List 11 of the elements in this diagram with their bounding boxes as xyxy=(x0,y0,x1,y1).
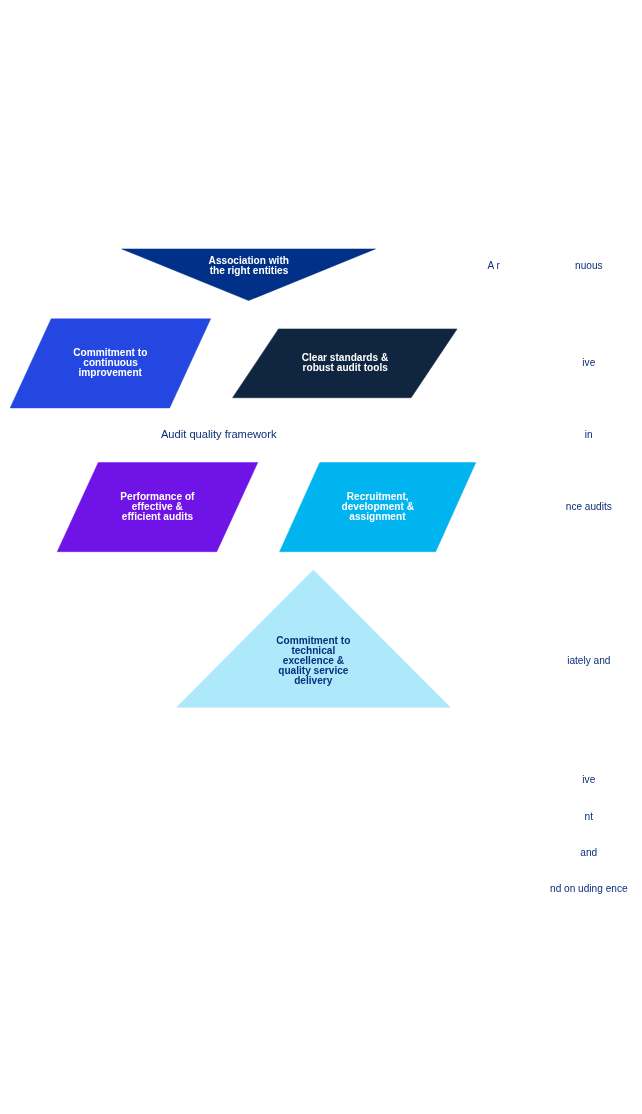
label: Audit quality framework xyxy=(160,427,277,440)
label: iately and xyxy=(567,654,611,666)
label: in xyxy=(584,428,593,440)
label: nce audits xyxy=(565,500,612,512)
label: A r xyxy=(487,259,500,271)
label: nuous xyxy=(575,259,603,271)
label: nt xyxy=(584,810,594,821)
label: and xyxy=(580,846,598,858)
label: ive xyxy=(582,773,596,785)
label: nd on uding ence xyxy=(550,882,628,894)
label: ive xyxy=(582,356,596,368)
